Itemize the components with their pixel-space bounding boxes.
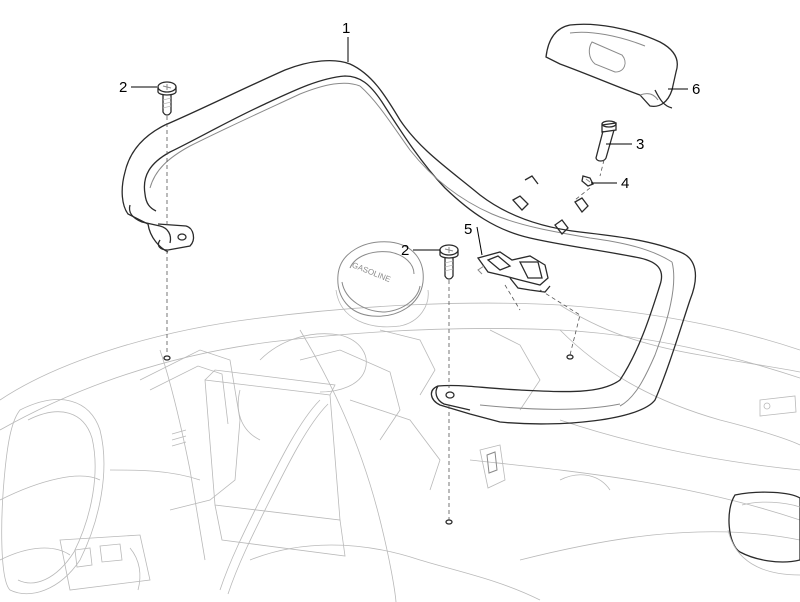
latch-bracket [476,251,551,293]
scooter-body [0,302,800,602]
callout-2-left: 2 [119,79,127,96]
screw-center [439,244,459,280]
screw-left [157,81,177,116]
rack-cover [545,23,678,109]
gasoline-cap-label: GASOLINE [351,260,392,284]
callout-labels: 1 2 2 3 4 5 6 [119,20,700,259]
callout-5: 5 [464,221,472,238]
callout-6: 6 [692,81,700,98]
mount-markers [163,354,574,525]
clip [581,175,594,187]
callout-1: 1 [342,20,350,37]
gasoline-cap: GASOLINE [335,241,429,328]
callout-4: 4 [621,175,629,192]
pin [595,120,617,162]
callout-2-center: 2 [401,242,409,259]
alignment-lines [166,116,605,520]
callout-3: 3 [636,136,644,153]
leader-lines [131,37,688,256]
